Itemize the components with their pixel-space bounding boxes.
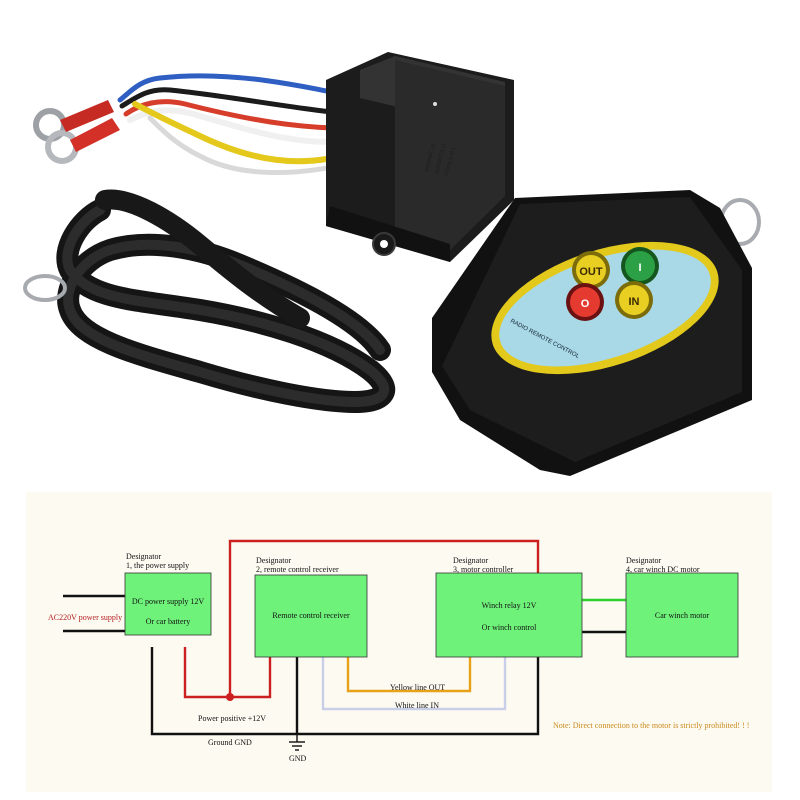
- block-3-line-2: Or winch control: [482, 623, 537, 632]
- block-remote-receiver: Designator 2, remote control receiver Re…: [254, 556, 368, 658]
- remote-button-off-label: O: [581, 298, 590, 310]
- block-1-subtitle: 1, the power supply: [126, 561, 189, 570]
- receiver-wires: [117, 73, 371, 176]
- wire-power-positive-top: [228, 539, 540, 697]
- junction-dot: [226, 693, 234, 701]
- receiver-box: DS0668C.10 1H0920T-3.11 P1005-S.M.1: [326, 52, 514, 262]
- block-power-supply: Designator 1, the power supply DC power …: [124, 552, 212, 636]
- warning-note: Note: Direct connection to the motor is …: [553, 721, 749, 730]
- wire-white-in: [321, 647, 507, 711]
- ground-symbol-icon: [289, 734, 305, 751]
- block-3-line-1: Winch relay 12V: [482, 601, 537, 610]
- block-4-designator: Designator: [626, 556, 661, 565]
- block-1-line-2: Or car battery: [146, 617, 190, 626]
- power-positive-label: Power positive +12V: [198, 714, 266, 723]
- remote-button-in: IN: [615, 281, 653, 319]
- remote-button-out: OUT: [572, 251, 610, 289]
- remote-button-on: I: [621, 247, 659, 285]
- block-2-line-1: Remote control receiver: [272, 611, 350, 620]
- product-photo: DS0668C.10 1H0920T-3.11 P1005-S.M.1 RADI…: [23, 52, 761, 476]
- remote-button-off: O: [566, 283, 604, 321]
- wire-yellow-out: [346, 647, 472, 693]
- block-3-designator: Designator: [453, 556, 488, 565]
- remote-button-on-label: I: [638, 262, 641, 274]
- wiring-diagram: Designator 1, the power supply DC power …: [26, 492, 772, 792]
- block-motor-controller: Designator 3, motor controller Winch rel…: [435, 556, 583, 658]
- remote-button-out-label: OUT: [579, 266, 603, 278]
- block-3-subtitle: 3, motor controller: [453, 565, 514, 574]
- ring-terminal-icon: [33, 100, 120, 164]
- white-line-label: White line IN: [395, 701, 439, 710]
- block-1-designator: Designator: [126, 552, 161, 561]
- lanyard-strap: [56, 189, 395, 413]
- yellow-line-label: Yellow line OUT: [390, 683, 445, 692]
- block-1-line-1: DC power supply 12V: [132, 597, 204, 606]
- block-winch-motor: Designator 4, car winch DC motor Car win…: [625, 556, 739, 658]
- remote-control: RADIO REMOTE CONTROL OUT I O IN: [432, 190, 761, 476]
- remote-button-in-label: IN: [629, 296, 640, 308]
- gnd-symbol-label: GND: [289, 754, 307, 763]
- ground-label: Ground GND: [208, 738, 252, 747]
- block-2-subtitle: 2, remote control receiver: [256, 565, 339, 574]
- block-2-designator: Designator: [256, 556, 291, 565]
- key-ring-icon: [23, 274, 67, 302]
- block-4-subtitle: 4, car winch DC motor: [626, 565, 700, 574]
- block-4-line-1: Car winch motor: [655, 611, 710, 620]
- ac-power-label: AC220V power supply: [48, 613, 122, 622]
- wire-ground: [150, 647, 540, 736]
